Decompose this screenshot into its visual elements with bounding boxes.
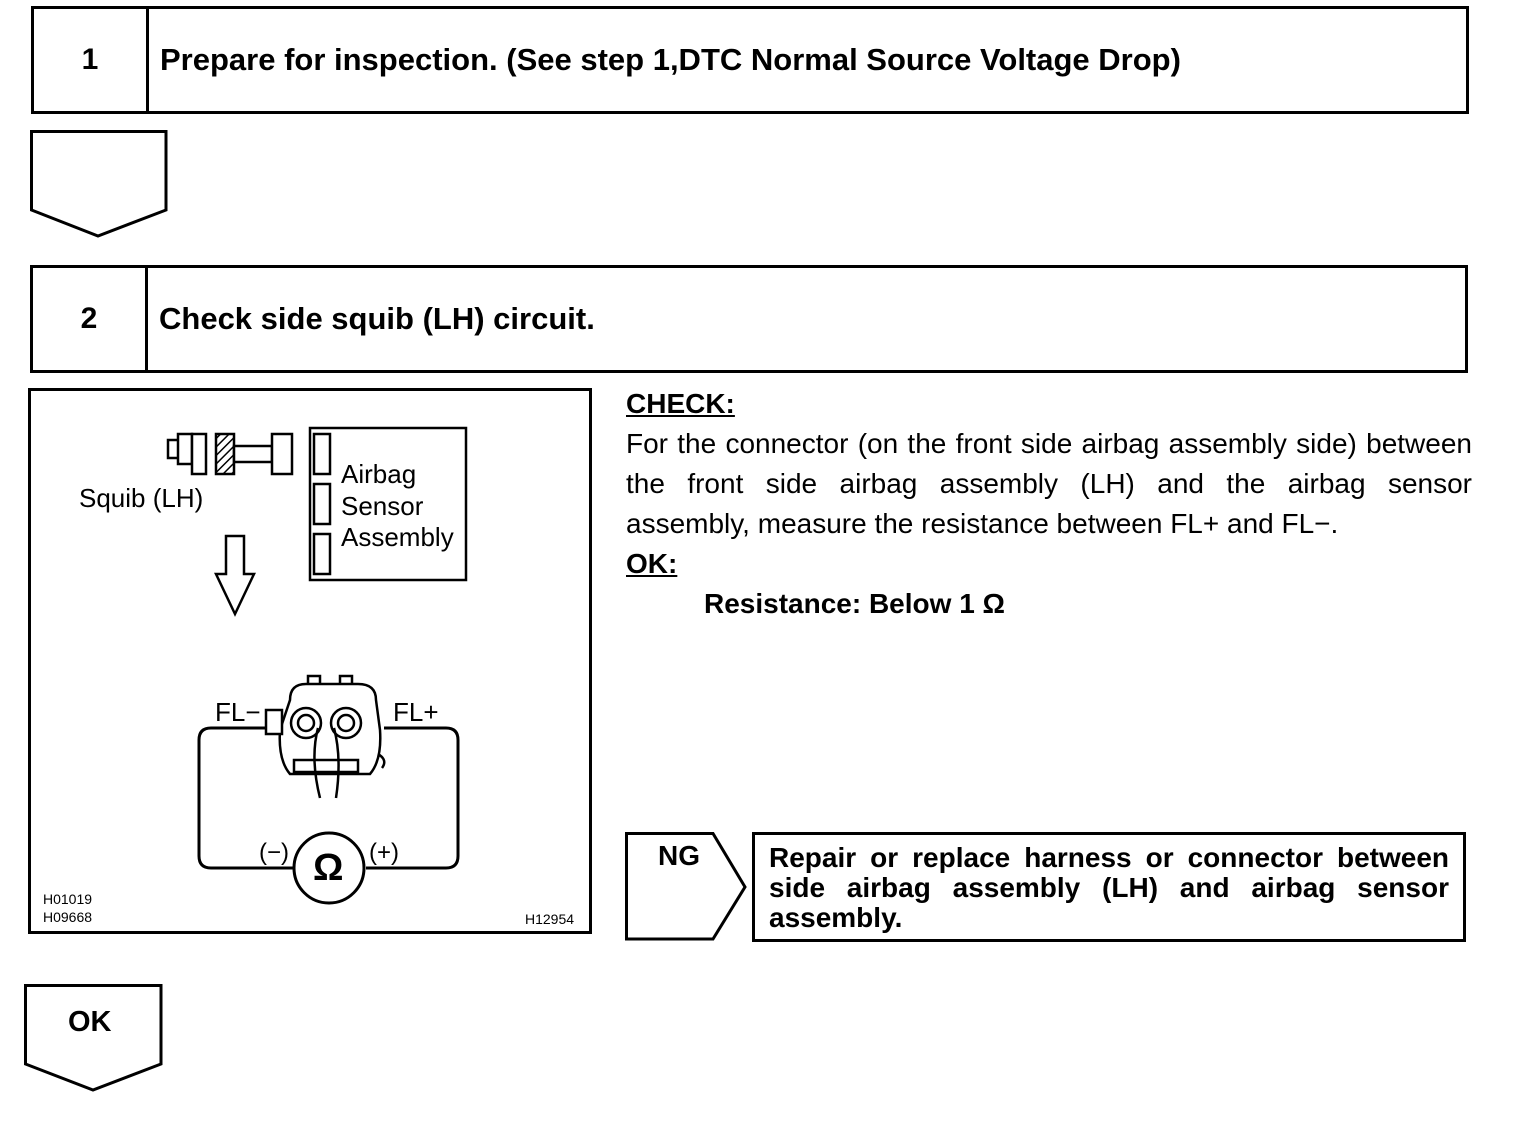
meter-plus-label: (+) — [369, 839, 399, 866]
figure-code-1: H01019 — [43, 891, 93, 907]
ok-arrow — [24, 984, 163, 1092]
fl-minus-label: FL− — [215, 697, 261, 727]
sensor-label-line-3: Assembly — [341, 522, 454, 552]
ok-value: Resistance: Below 1 Ω — [704, 588, 1005, 619]
step-2-number: 2 — [33, 268, 148, 370]
squib-connector-icon — [166, 432, 294, 476]
ng-arrow — [625, 832, 747, 941]
step-1-title: Prepare for inspection. (See step 1,DTC … — [160, 42, 1181, 77]
sensor-label-line-2: Sensor — [341, 491, 424, 521]
check-heading: CHECK: — [626, 388, 735, 419]
check-section: CHECK: For the connector (on the front s… — [626, 384, 1472, 624]
figure-code-2: H09668 — [43, 909, 93, 925]
ng-label: NG — [658, 840, 700, 871]
airbag-sensor-assembly-icon — [308, 426, 468, 582]
diagram-drawing — [166, 426, 468, 905]
ohmmeter-icon — [292, 831, 366, 905]
figure-code-3: H12954 — [525, 911, 575, 927]
squib-label: Squib (LH) — [79, 483, 204, 513]
check-body: For the connector (on the front side air… — [626, 428, 1472, 539]
sensor-label-line-1: Airbag — [341, 459, 417, 489]
ohm-symbol: Ω — [313, 847, 344, 889]
flow-arrow-1 — [30, 130, 168, 238]
side-squib-connector-icon — [264, 674, 386, 799]
step-2-box: 2 Check side squib (LH) circuit. — [30, 265, 1468, 373]
down-arrow-icon — [214, 534, 256, 617]
fl-plus-label: FL+ — [393, 697, 439, 727]
step-1-box: 1 Prepare for inspection. (See step 1,DT… — [31, 6, 1469, 114]
ng-action-box: Repair or replace harness or connector b… — [752, 832, 1466, 942]
meter-minus-label: (−) — [259, 839, 289, 866]
step-1-number: 1 — [34, 9, 149, 111]
step-2-title: Check side squib (LH) circuit. — [159, 301, 595, 336]
meter-circuit-wire — [197, 726, 460, 870]
wiring-diagram: Squib (LH) Airbag Sensor Assembly FL− FL… — [28, 388, 592, 934]
ok-heading: OK: — [626, 548, 678, 579]
ok-label: OK — [68, 1006, 112, 1038]
